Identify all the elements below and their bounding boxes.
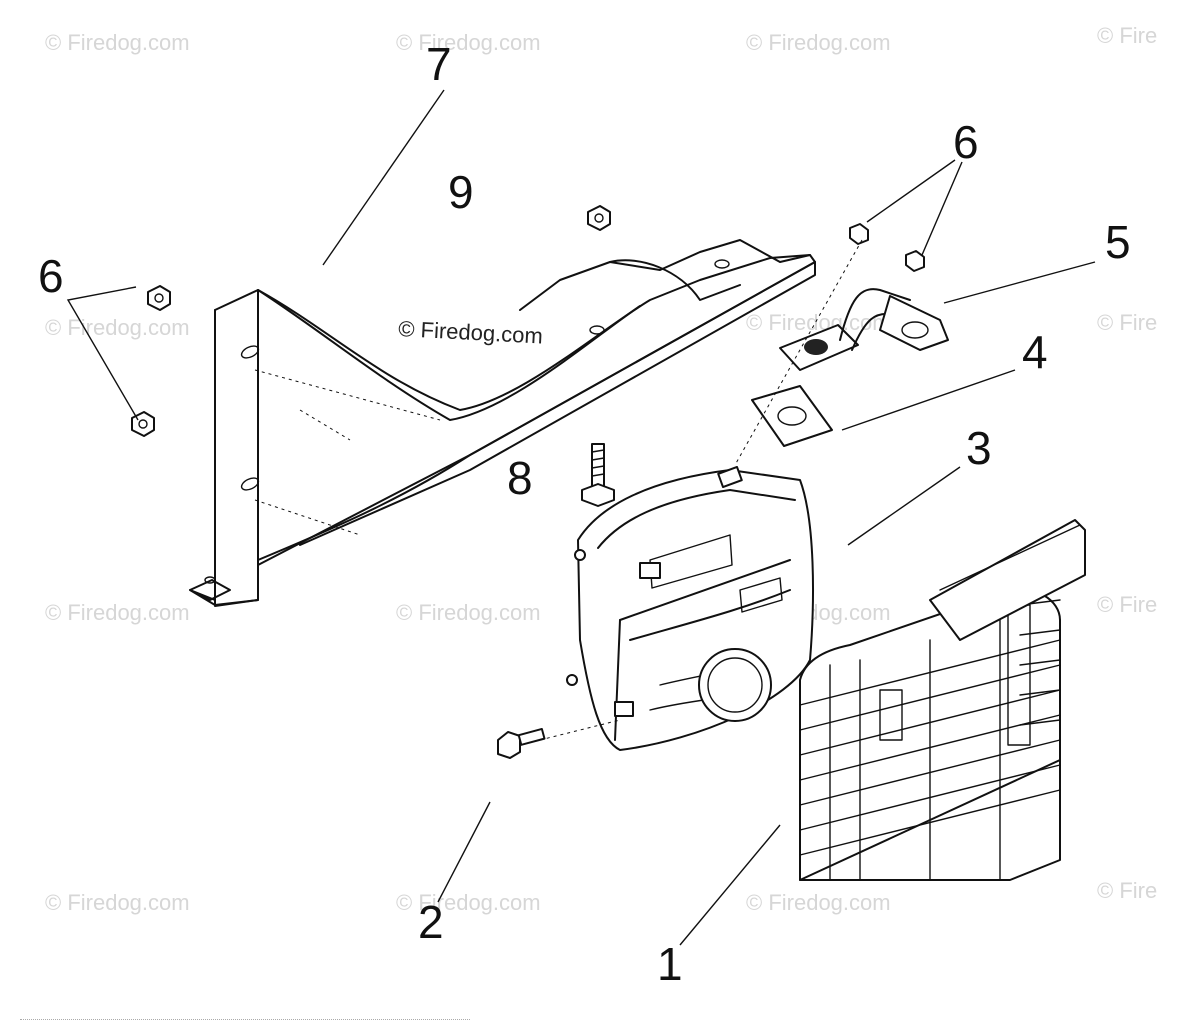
stud-bolt-part-8 (581, 443, 615, 507)
nut-part-6-right-b (905, 250, 925, 272)
gasket-part-4 (751, 385, 833, 447)
bracket-part-7 (189, 239, 816, 607)
callout-6-right: 6 (953, 116, 979, 168)
watermark: © Firedog.com (396, 30, 541, 55)
watermarks: © Firedog.com © Firedog.com © Firedog.co… (45, 23, 1157, 915)
callout-5: 5 (1105, 216, 1131, 268)
watermark: © Firedog.com (746, 890, 891, 915)
callout-6-left: 6 (38, 250, 64, 302)
callout-8: 8 (507, 452, 533, 504)
leader-2 (437, 801, 491, 903)
watermark: © Firedog.com (45, 30, 190, 55)
leader-1 (679, 824, 781, 946)
callout-7: 7 (426, 38, 452, 90)
part-number-callouts: 7 9 6 6 5 4 3 8 2 1 (38, 38, 1131, 990)
watermark: © Firedog.com (45, 600, 190, 625)
leader-4 (841, 369, 1016, 431)
watermark: © Firedog.com (45, 890, 190, 915)
callout-3: 3 (966, 422, 992, 474)
leader-6-left (66, 286, 139, 421)
watermark: © Firedog.com (396, 600, 541, 625)
watermark-dark: © Firedog.com (398, 316, 544, 349)
watermark: © Fire (1097, 878, 1157, 903)
leader-5 (943, 261, 1096, 304)
leader-7 (322, 89, 445, 266)
nut-part-9 (587, 205, 611, 231)
callout-4: 4 (1022, 326, 1048, 378)
watermark: © Firedog.com (746, 30, 891, 55)
watermark: © Fire (1097, 310, 1157, 335)
nut-part-6-right-a (849, 223, 869, 245)
watermark: © Firedog.com (45, 315, 190, 340)
leader-6-right (866, 159, 963, 256)
watermark: © Fire (1097, 592, 1157, 617)
bottom-divider (20, 1019, 470, 1020)
heat-guard-part-1 (799, 588, 1061, 881)
watermark: © Fire (1097, 23, 1157, 48)
watermark: © Firedog.com (396, 890, 541, 915)
callout-2: 2 (418, 896, 444, 948)
callout-9: 9 (448, 166, 474, 218)
callout-1: 1 (657, 938, 683, 990)
top-shield-part-3 (929, 519, 1086, 641)
screw-part-2 (497, 727, 546, 759)
leader-lines (66, 89, 1096, 946)
stud-alignment-line (734, 239, 863, 466)
muffler-body (566, 466, 814, 751)
nut-part-6-left-upper (147, 285, 171, 311)
leader-3 (847, 466, 961, 546)
